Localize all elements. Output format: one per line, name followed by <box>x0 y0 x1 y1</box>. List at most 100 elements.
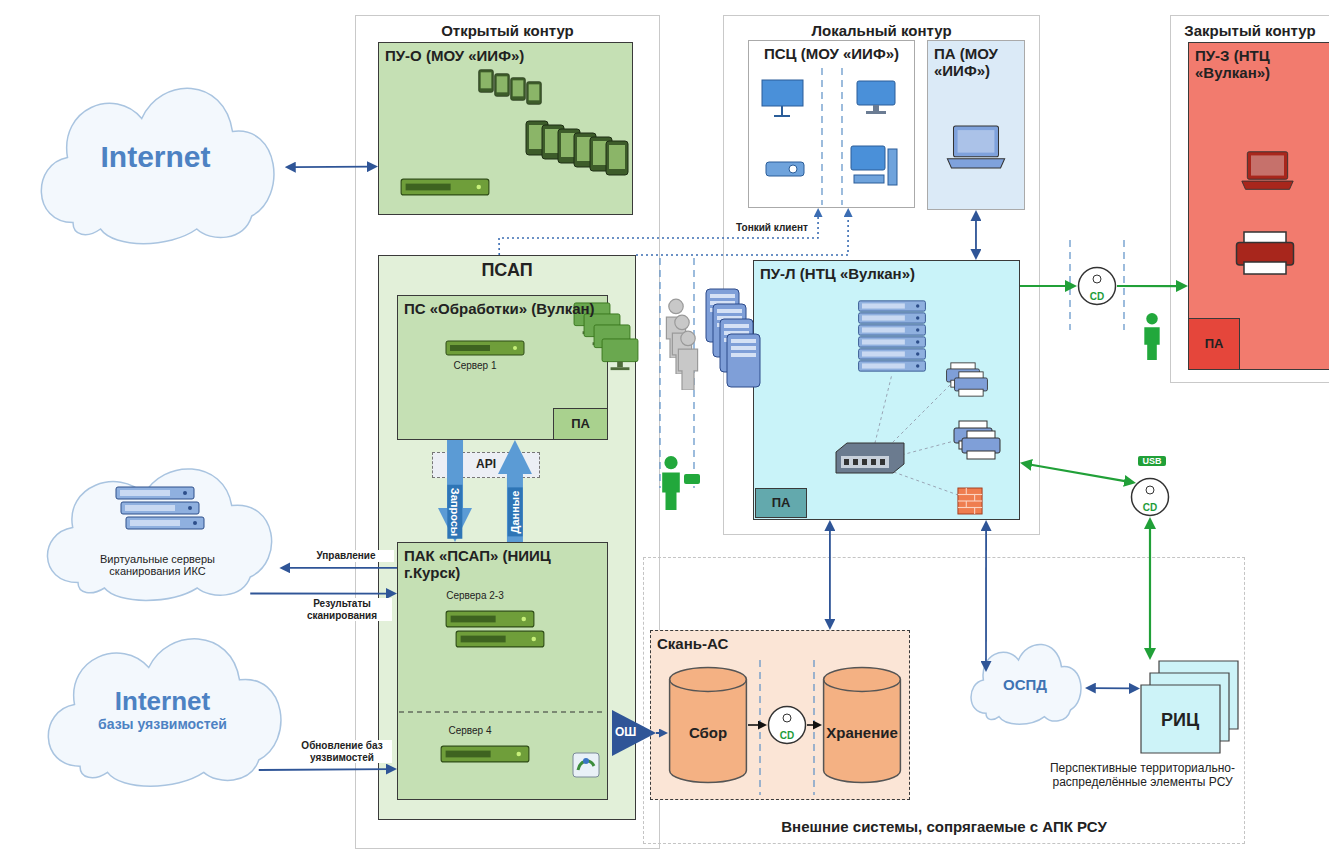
server-rack <box>859 349 926 359</box>
operator <box>662 313 1159 510</box>
laptop-icon <box>1242 152 1293 190</box>
cd-disc: CD <box>1130 477 1170 517</box>
admin-box: ПА <box>553 408 608 440</box>
server-label: Сервера 2-3 <box>430 590 520 602</box>
mobile-devices <box>511 78 526 101</box>
workstations <box>574 303 638 370</box>
node-text: ПАК «ПСАП» (НИИЦ г.Курск) <box>404 547 601 582</box>
node-text: базы уязвимостей <box>98 716 227 732</box>
server-icon <box>456 631 544 647</box>
server-label: Сервер 4 <box>435 725 505 737</box>
system-box: ПА (МОУ «ИИФ») <box>927 40 1025 210</box>
gateway-triangle: ОШ <box>612 710 656 756</box>
connector <box>807 724 816 726</box>
node-text: Внешние системы, сопрягаемые с АПК РСУ <box>781 818 1106 835</box>
display-devices <box>762 80 803 116</box>
printer-icon <box>962 431 1000 459</box>
server-rack <box>859 313 926 323</box>
node-text: CD <box>780 730 794 742</box>
usb-tag: USB <box>1138 456 1166 466</box>
tower-servers <box>706 289 760 387</box>
node-text: ПА <box>571 417 590 432</box>
laptop-icon <box>947 126 1004 168</box>
display-devices <box>851 146 897 185</box>
persons <box>666 299 697 390</box>
edge-label: Данные <box>508 488 523 537</box>
caption-note: Перспективные территориально-распределён… <box>1040 762 1245 790</box>
network-cloud: Internet <box>18 60 293 255</box>
map-icon <box>573 753 599 777</box>
mobile-devices <box>479 70 494 93</box>
system-box: Скань-АС Сбор CD Хранение <box>650 630 910 800</box>
node-text: CD <box>1143 502 1157 514</box>
storage-cylinder: Хранение <box>822 665 902 785</box>
workstations <box>602 339 638 370</box>
node-text: ПСАП <box>481 260 532 281</box>
server-icon <box>446 611 534 627</box>
node-text: Скань-АС <box>657 635 903 652</box>
printer-icon <box>955 372 988 396</box>
node-text: API <box>476 458 496 472</box>
cloud-servers <box>126 517 204 529</box>
node-text: Internet <box>115 687 210 717</box>
node-text: CD <box>1090 291 1104 303</box>
connector <box>1028 464 1127 481</box>
node-text: ОШ <box>615 726 656 740</box>
node-text: ОСПД <box>1003 676 1047 693</box>
node-text: Хранение <box>826 724 898 741</box>
connector <box>748 724 761 726</box>
node-text: Виртуальные серверы сканирования ИКС <box>70 553 245 578</box>
operator <box>1144 313 1159 360</box>
display-devices <box>762 80 897 185</box>
admin-box: ПА <box>755 488 807 518</box>
connector <box>1149 525 1151 651</box>
node-text: Сбор <box>689 724 727 741</box>
contour-region: Закрытый контурПУ-З (НТЦ «Вулкан») ПА <box>1170 15 1329 383</box>
server-icon <box>401 179 544 762</box>
security-boundary <box>1069 240 1070 330</box>
mfp-icon <box>1237 232 1294 274</box>
connector <box>1020 285 1069 287</box>
connector <box>636 214 848 255</box>
stack-outline <box>1140 660 1240 755</box>
firewall-icon <box>958 488 982 514</box>
edge-label: Тонкий клиент <box>730 222 814 234</box>
edge-label: Запросы <box>448 485 463 539</box>
section-divider <box>399 712 606 713</box>
server-icon <box>441 746 529 762</box>
center-stack: РИЦ <box>1140 660 1240 755</box>
connector <box>985 528 987 665</box>
node-text: ПУ-З (НТЦ «Вулкан») <box>1195 47 1323 82</box>
cd-disc: CD <box>1077 266 1117 306</box>
mobile-devices <box>479 70 628 175</box>
node-text: Закрытый контур <box>1184 22 1315 39</box>
security-boundary <box>660 68 1124 795</box>
connector <box>975 218 977 253</box>
persons <box>678 331 697 390</box>
connector <box>250 593 389 595</box>
cloud-servers <box>121 502 199 514</box>
tower-servers <box>727 334 760 387</box>
printer-icon <box>947 363 1000 459</box>
operator <box>684 474 700 484</box>
security-boundary <box>841 68 842 205</box>
node-text: ПУ-О (МОУ «ИИФ») <box>385 47 626 64</box>
cd-disc: CD <box>767 705 807 745</box>
cloud-servers <box>116 487 204 529</box>
server-icon <box>446 341 524 355</box>
mobile-devices <box>606 141 628 175</box>
server-rack <box>859 325 926 335</box>
security-boundary <box>759 660 760 795</box>
server-rack <box>859 301 926 371</box>
display-devices <box>857 81 895 114</box>
switch-icon <box>836 443 904 473</box>
connector <box>499 214 818 255</box>
node-text: ПУ-Л (НТЦ «Вулкан») <box>760 265 1013 282</box>
admin-box: ПА <box>1188 318 1240 370</box>
node-text: РИЦ <box>1161 710 1199 731</box>
connector <box>1117 285 1180 287</box>
mobile-devices <box>495 74 510 97</box>
node-text: ПА <box>1205 337 1224 352</box>
security-boundary <box>821 68 822 205</box>
node-text: Открытый контур <box>441 22 574 39</box>
